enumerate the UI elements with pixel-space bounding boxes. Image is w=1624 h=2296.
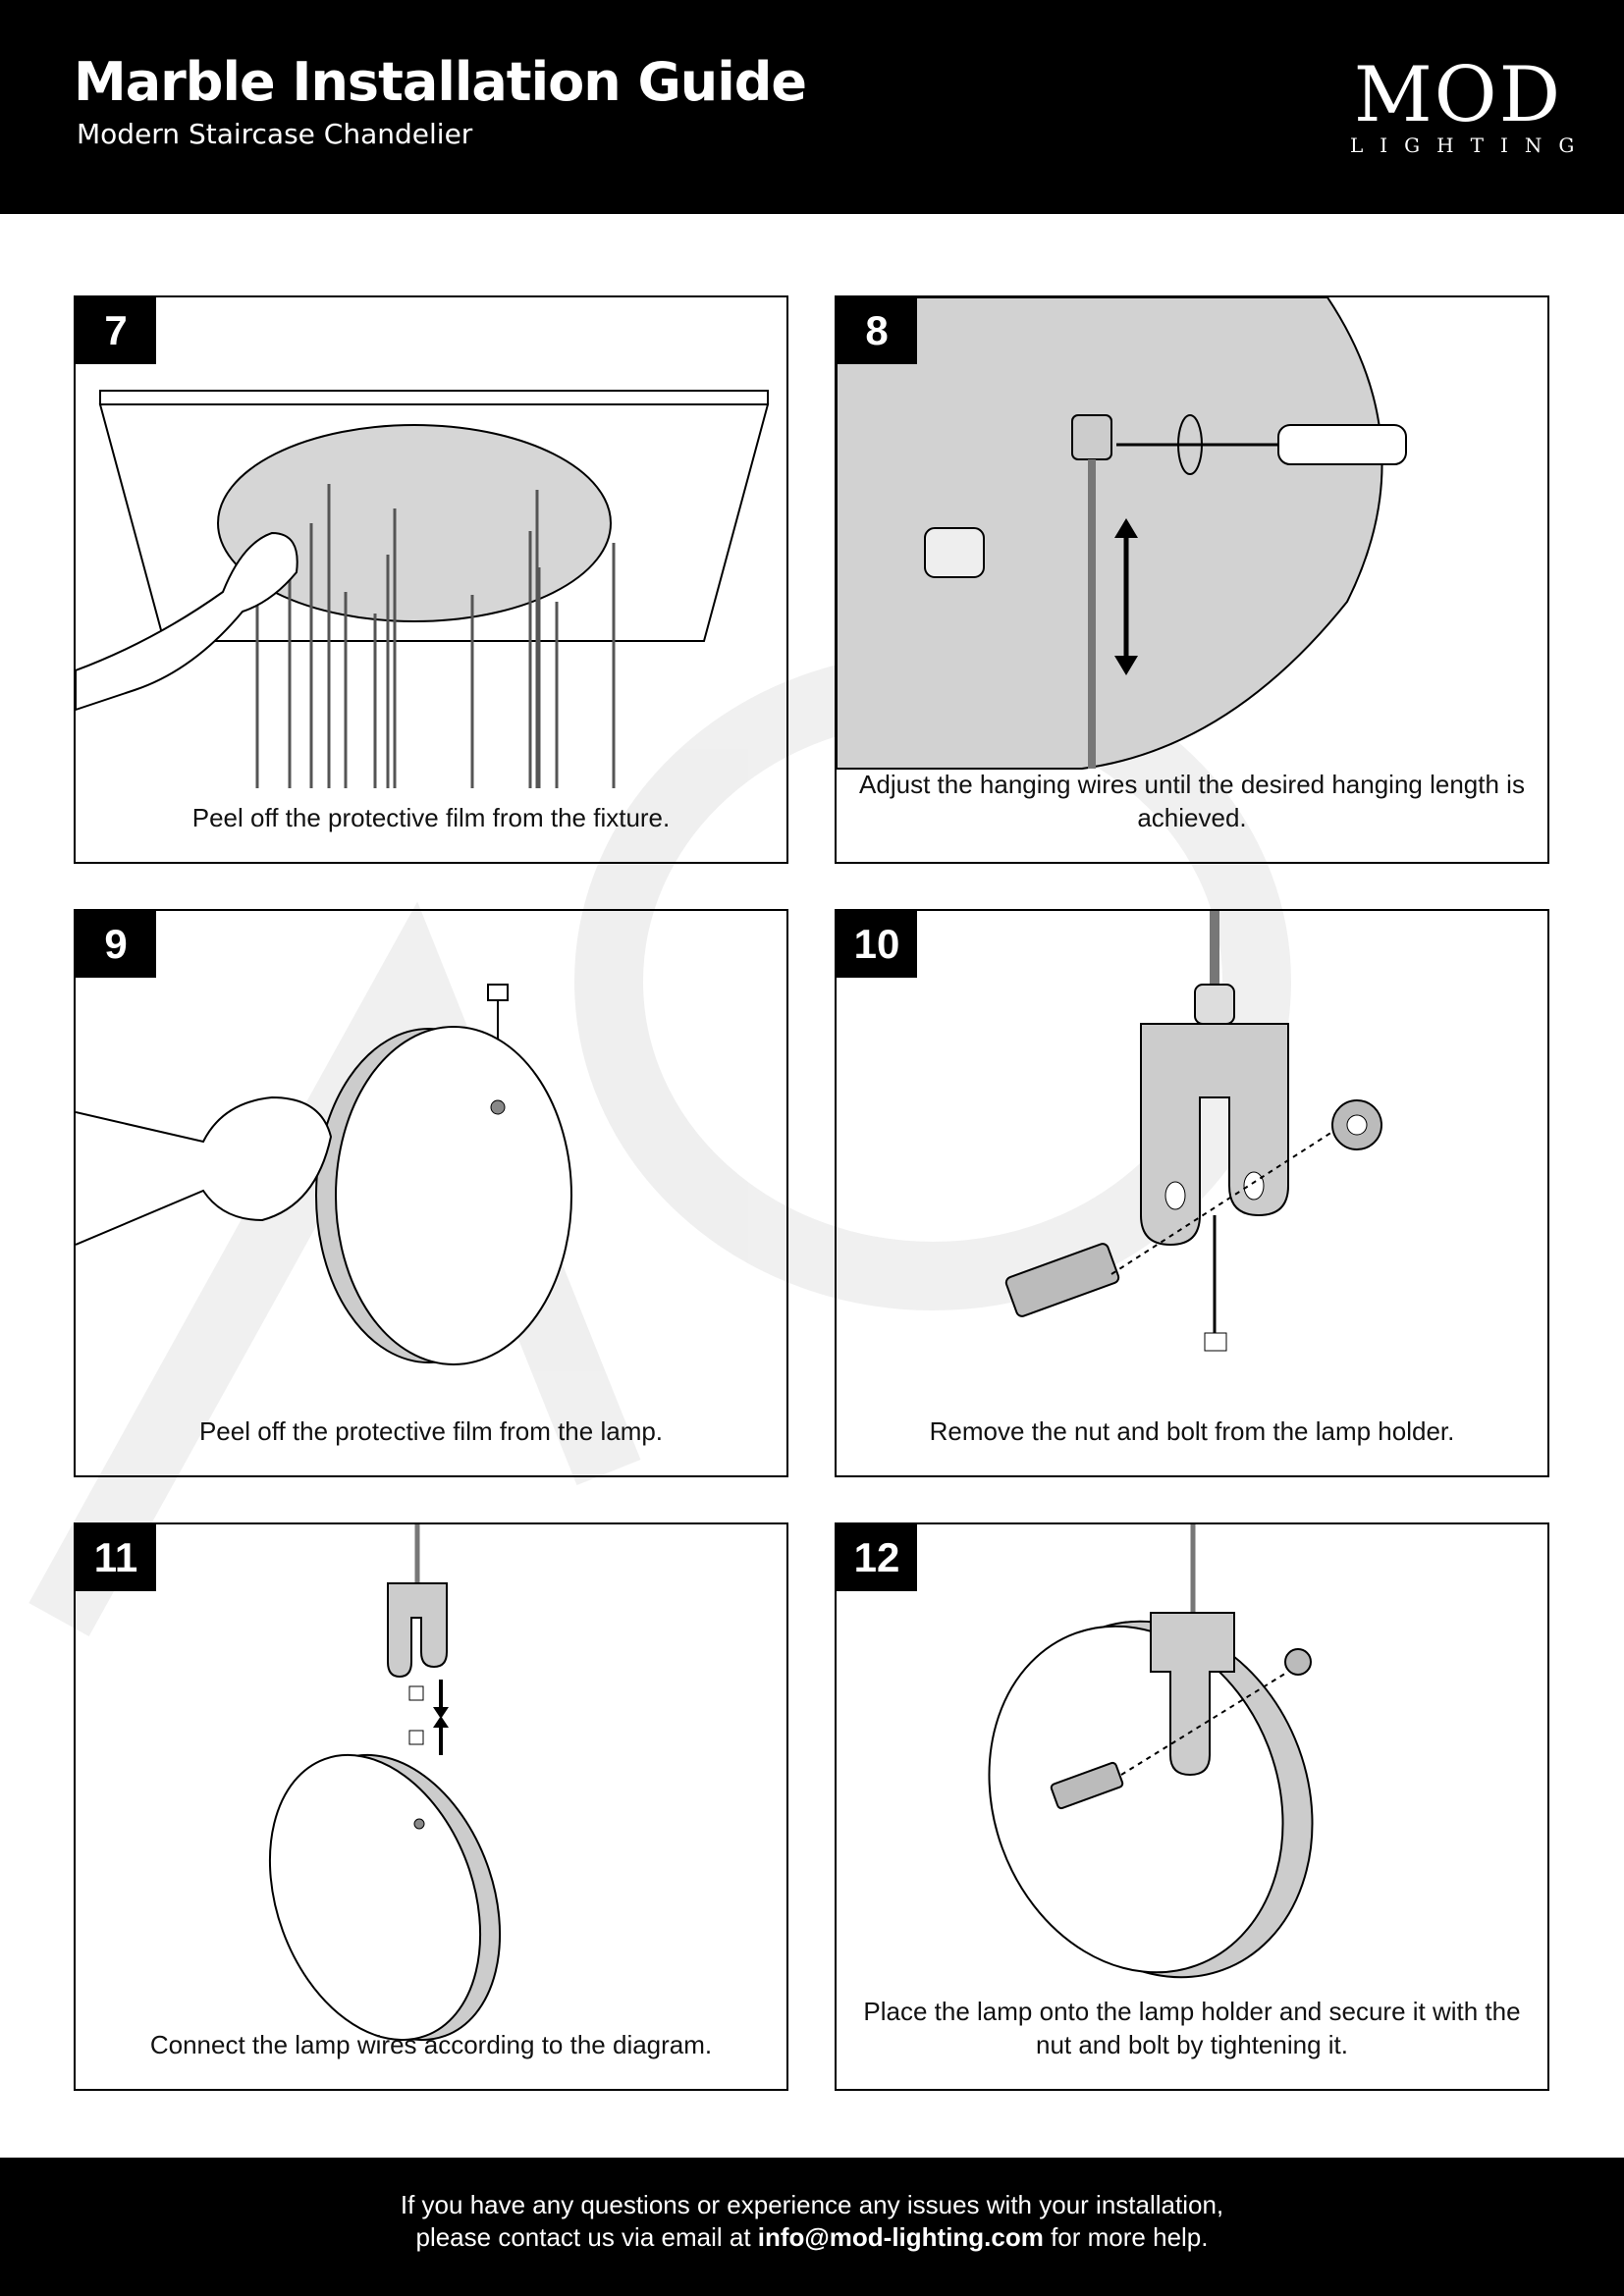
step-caption: Remove the nut and bolt from the lamp ho… [929, 1416, 1455, 1446]
fixture-film-illustration [76, 390, 770, 788]
step-caption: Peel off the protective film from the la… [198, 1416, 664, 1446]
step-number: 8 [837, 297, 917, 364]
step-11-panel: 11 Connect the lamp wires according to t… [74, 1522, 788, 2091]
lamp-film-illustration [76, 984, 572, 1365]
page-title: Marble Installation Guide [74, 51, 807, 113]
page-subtitle: Modern Staircase Chandelier [77, 118, 473, 150]
logo-main: MOD [1353, 51, 1563, 139]
step-number: 10 [837, 911, 917, 978]
footer-line-2: please contact us via email at info@mod-… [0, 2221, 1624, 2254]
wire-connect-illustration [268, 1524, 502, 2042]
step-caption: Place the lamp onto the lamp holder and … [863, 1997, 1521, 2059]
brand-logo: MOD LIGHTING [1340, 57, 1576, 157]
support-email-link[interactable]: info@mod-lighting.com [757, 2222, 1044, 2252]
step-10-panel: 10 Remove the nut and bolt from the lamp… [835, 909, 1549, 1477]
footer-line-1: If you have any questions or experience … [400, 2190, 1224, 2219]
step-8-panel: 8 Adjust the hanging wires until the des… [835, 295, 1549, 864]
step-caption: Peel off the protective film from the fi… [191, 803, 671, 832]
step-7-panel: 7 Peel off the protective film from the … [74, 295, 788, 864]
logo-sub: LIGHTING [1350, 133, 1592, 157]
header: Marble Installation Guide Modern Stairca… [0, 0, 1624, 214]
footer-text: for more help. [1043, 2222, 1209, 2252]
step-12-panel: 12 Place the lamp onto the lamp holder a… [835, 1522, 1549, 2091]
step-number: 9 [76, 911, 156, 978]
step-number: 11 [76, 1524, 156, 1591]
step-number: 7 [76, 297, 156, 364]
lamp-holder-illustration [1004, 911, 1382, 1352]
step-caption: Connect the lamp wires according to the … [149, 2030, 713, 2059]
footer-text: please contact us via email at [415, 2222, 758, 2252]
wire-adjust-illustration [837, 297, 1407, 770]
step-caption: Adjust the hanging wires until the desir… [859, 770, 1525, 832]
step-9-panel: 9 Peel off the protective film from the … [74, 909, 788, 1477]
lamp-mount-illustration [988, 1524, 1314, 1979]
footer: If you have any questions or experience … [0, 2158, 1624, 2296]
step-number: 12 [837, 1524, 917, 1591]
